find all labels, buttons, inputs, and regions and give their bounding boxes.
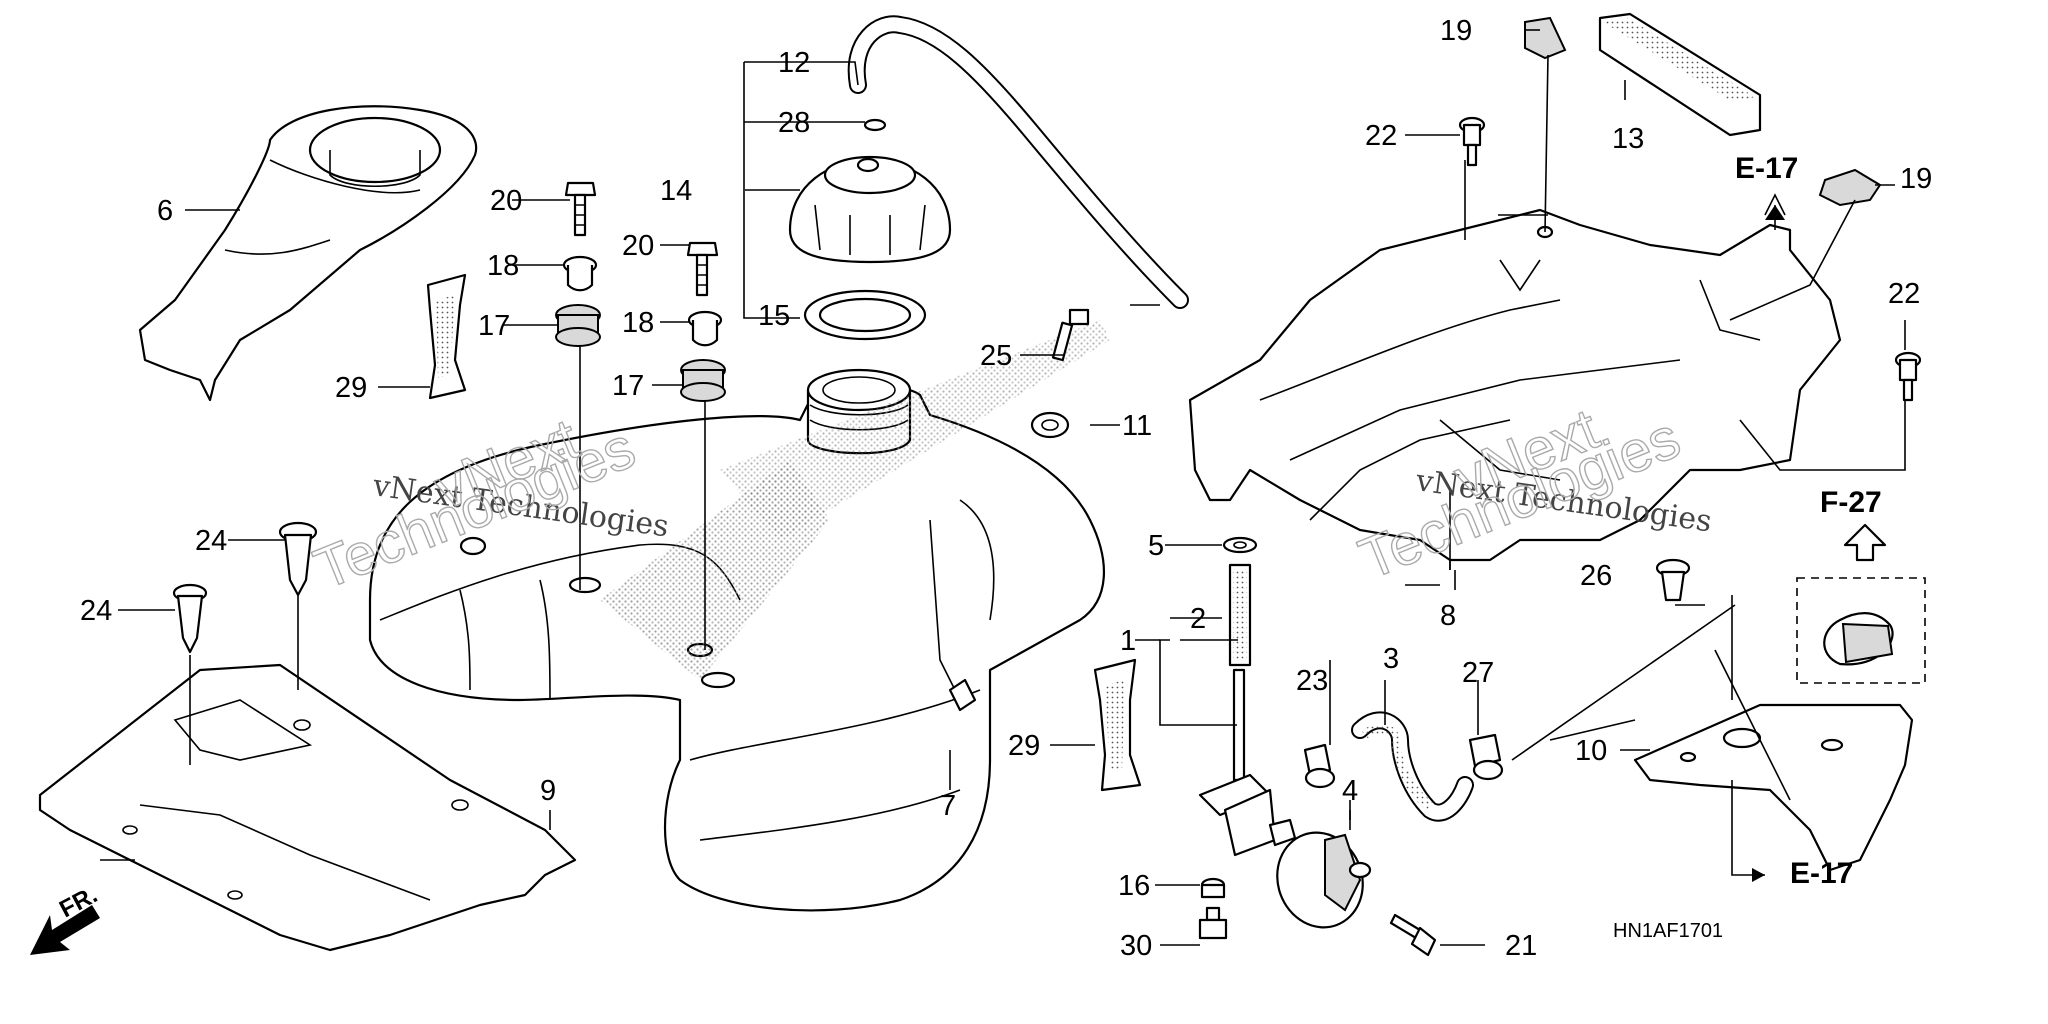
fuel-tank [368, 320, 1110, 912]
fuel-strainer [1228, 563, 1252, 667]
callout-2: 2 [1190, 603, 1206, 635]
callout-25: 25 [980, 340, 1012, 372]
callout-16: 16 [1118, 870, 1150, 902]
callout-24b: 24 [80, 595, 112, 627]
valve-knob [1276, 831, 1372, 929]
hose-clip [863, 118, 887, 132]
grommet-17b [680, 359, 726, 402]
callout-14: 14 [660, 175, 692, 207]
bolt-30 [1198, 906, 1228, 940]
callout-8: 8 [1440, 600, 1456, 632]
collar-18a [562, 255, 598, 292]
screw-25 [1051, 308, 1090, 362]
callout-7: 7 [940, 790, 956, 822]
skid-plate [38, 663, 577, 952]
callout-28: 28 [778, 107, 810, 139]
callout-13: 13 [1612, 123, 1644, 155]
nut-11 [1030, 411, 1070, 439]
callout-20b: 20 [622, 230, 654, 262]
callout-5: 5 [1148, 530, 1164, 562]
callout-19a: 19 [1440, 15, 1472, 47]
push-clip-24b [172, 583, 208, 654]
rubber-strap-29b [1093, 658, 1142, 792]
callout-19b: 19 [1900, 163, 1932, 195]
bolt-20b [686, 241, 719, 297]
callout-numbers: 1 2 3 4 5 6 7 8 9 10 11 12 13 14 15 16 1… [80, 15, 1932, 962]
leader-lines [100, 29, 1906, 946]
rubber-cap-19a [1524, 16, 1567, 60]
fuel-valve [1198, 668, 1297, 857]
callout-18b: 18 [622, 307, 654, 339]
bolt-20a [564, 181, 597, 237]
callout-29b: 29 [1008, 730, 1040, 762]
nut-16 [1200, 877, 1226, 899]
cap-gasket [803, 289, 927, 341]
hose-clamp-23 [1303, 743, 1336, 789]
bolt-22a [1458, 116, 1486, 167]
ref-e17-bottom: E-17 [1790, 857, 1853, 890]
callout-18a: 18 [487, 250, 519, 282]
callout-17b: 17 [612, 370, 644, 402]
diagram-code: HN1AF1701 [1613, 920, 1723, 942]
callout-30: 30 [1120, 930, 1152, 962]
push-clip-24a [278, 521, 318, 597]
ref-e17-top: E-17 [1735, 152, 1798, 185]
tank-cover [138, 105, 478, 402]
bolt-22b [1894, 351, 1922, 402]
callout-15: 15 [758, 300, 790, 332]
callout-17a: 17 [478, 310, 510, 342]
f27-detail-box [1796, 523, 1926, 684]
callout-22b: 22 [1888, 278, 1920, 310]
ref-f27: F-27 [1820, 486, 1882, 519]
fuel-cap [788, 155, 952, 264]
callout-3: 3 [1383, 643, 1399, 675]
callout-4: 4 [1342, 775, 1358, 807]
breather-hose-inner [849, 17, 1187, 307]
callout-6: 6 [157, 195, 173, 227]
callout-20a: 20 [490, 185, 522, 217]
callout-12: 12 [778, 47, 810, 79]
collar-18b [687, 310, 723, 347]
callout-29a: 29 [335, 372, 367, 404]
grommet-17a [555, 304, 601, 347]
callout-1: 1 [1120, 625, 1136, 657]
callout-26: 26 [1580, 560, 1612, 592]
callout-9: 9 [540, 775, 556, 807]
heat-guard [1633, 703, 1914, 872]
front-arrow-icon [30, 905, 100, 955]
callout-10: 10 [1575, 735, 1607, 767]
tank-tray [1188, 208, 1842, 562]
screw-21 [1389, 913, 1437, 957]
foam-block [1598, 12, 1762, 137]
reference-arrow-icon [1752, 205, 1785, 882]
callout-22a: 22 [1365, 120, 1397, 152]
callout-27: 27 [1462, 657, 1494, 689]
push-clip-26 [1655, 558, 1691, 602]
callout-24a: 24 [195, 525, 227, 557]
callout-11: 11 [1122, 410, 1152, 442]
rubber-cap-19b [1818, 168, 1882, 207]
callout-21: 21 [1505, 930, 1537, 962]
callout-23: 23 [1296, 665, 1328, 697]
washer-5 [1222, 536, 1258, 554]
rubber-strap-29a [426, 273, 467, 400]
hose-clamp-27 [1468, 733, 1504, 781]
